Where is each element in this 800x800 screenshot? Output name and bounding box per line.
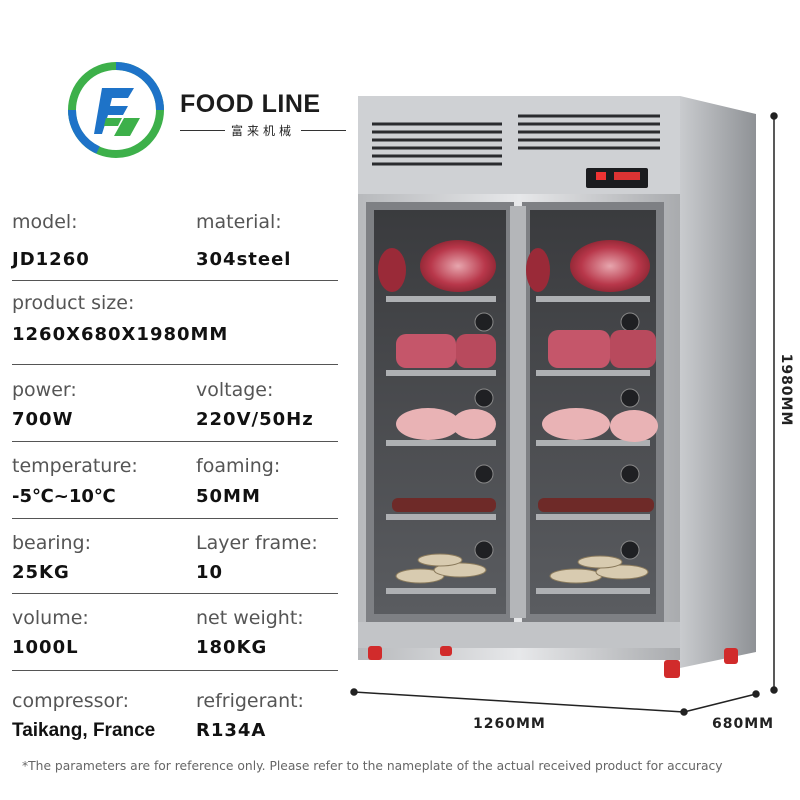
- display-led-icon: [614, 172, 640, 180]
- brand-name: FOOD LINE: [180, 90, 321, 118]
- spec-label: compressor:: [12, 690, 130, 712]
- spec-value: R134A: [196, 720, 267, 741]
- poultry: [396, 408, 658, 442]
- spec-label: bearing:: [12, 532, 91, 554]
- spec-row: compressor: Taikang, France refrigerant:…: [12, 689, 338, 759]
- spec-label: foaming:: [196, 455, 281, 477]
- fan-icons: [474, 312, 640, 560]
- spec-label: product size:: [12, 292, 135, 314]
- vent-grille: [372, 114, 660, 166]
- spec-layer-frame: Layer frame: 10: [196, 531, 318, 585]
- spec-value: 1260X680X1980MM: [12, 324, 229, 345]
- spec-net-weight: net weight: 180KG: [196, 606, 304, 660]
- caster-wheel-icons: [368, 646, 738, 678]
- spec-value: 700W: [12, 409, 74, 430]
- spec-foaming: foaming: 50MM: [196, 454, 280, 509]
- spec-refrigerant: refrigerant: R134A: [196, 689, 304, 743]
- divider: [301, 129, 347, 131]
- spec-value: 1000L: [12, 637, 79, 658]
- spec-value: -5℃~10℃: [12, 486, 116, 507]
- spec-row: temperature: -5℃~10℃ foaming: 50MM: [12, 454, 338, 519]
- spec-compressor: compressor: Taikang, France: [12, 689, 155, 743]
- spec-row: power: 700W voltage: 220V/50Hz: [12, 378, 338, 442]
- spec-material: material: 304steel: [196, 210, 291, 272]
- spec-label: temperature:: [12, 455, 138, 477]
- spec-value: 304steel: [196, 249, 292, 270]
- depth-dimension-label: 680MM: [712, 716, 775, 732]
- spec-label: net weight:: [196, 607, 304, 629]
- brand-subtitle: 富来机械: [180, 122, 347, 138]
- spec-label: refrigerant:: [196, 690, 304, 712]
- spec-value: 50MM: [196, 486, 261, 507]
- spec-label: volume:: [12, 607, 89, 629]
- dimension-lines: [350, 112, 778, 716]
- spec-bearing: bearing: 25KG: [12, 531, 91, 585]
- spec-label: model:: [12, 211, 78, 233]
- spec-label: power:: [12, 379, 77, 401]
- cabinet-base: [358, 622, 680, 648]
- spec-value: 10: [196, 562, 224, 583]
- brand-chinese-name: 富来机械: [231, 123, 296, 138]
- spec-row: model: JD1260 material: 304steel: [12, 210, 338, 281]
- spec-row: volume: 1000L net weight: 180KG: [12, 606, 338, 671]
- shelves: [386, 296, 650, 594]
- beef-cuts: [396, 330, 656, 368]
- display-led-icon: [596, 172, 606, 180]
- door-divider: [510, 206, 526, 618]
- spec-value: 180KG: [196, 637, 268, 658]
- divider: [180, 129, 225, 131]
- spec-label: Layer frame:: [196, 532, 318, 554]
- fish: [395, 553, 649, 584]
- spec-temperature: temperature: -5℃~10℃: [12, 454, 138, 509]
- cured-meat: [392, 498, 654, 512]
- spec-value: 25KG: [12, 562, 70, 583]
- spec-label: material:: [196, 211, 282, 233]
- spec-row: bearing: 25KG Layer frame: 10: [12, 531, 338, 594]
- spec-volume: volume: 1000L: [12, 606, 89, 660]
- height-dimension-label: 1980MM: [778, 353, 794, 427]
- spec-product-size: product size: 1260X680X1980MM: [12, 291, 228, 347]
- disclaimer-footnote: *The parameters are for reference only. …: [22, 759, 723, 773]
- food-line-logo-icon: [68, 62, 164, 158]
- spec-row: product size: 1260X680X1980MM: [12, 291, 338, 365]
- cabinet-side-panel: [680, 96, 756, 668]
- spec-power: power: 700W: [12, 378, 77, 432]
- beef-steaks: [378, 240, 650, 292]
- spec-value: Taikang, France: [12, 720, 156, 741]
- spec-model: model: JD1260: [12, 210, 90, 272]
- spec-value: JD1260: [12, 249, 90, 270]
- spec-value: 220V/50Hz: [196, 409, 314, 430]
- spec-label: voltage:: [196, 379, 274, 401]
- width-dimension-label: 1260MM: [473, 716, 546, 732]
- spec-voltage: voltage: 220V/50Hz: [196, 378, 314, 432]
- spec-table: model: JD1260 material: 304steel product…: [12, 210, 338, 759]
